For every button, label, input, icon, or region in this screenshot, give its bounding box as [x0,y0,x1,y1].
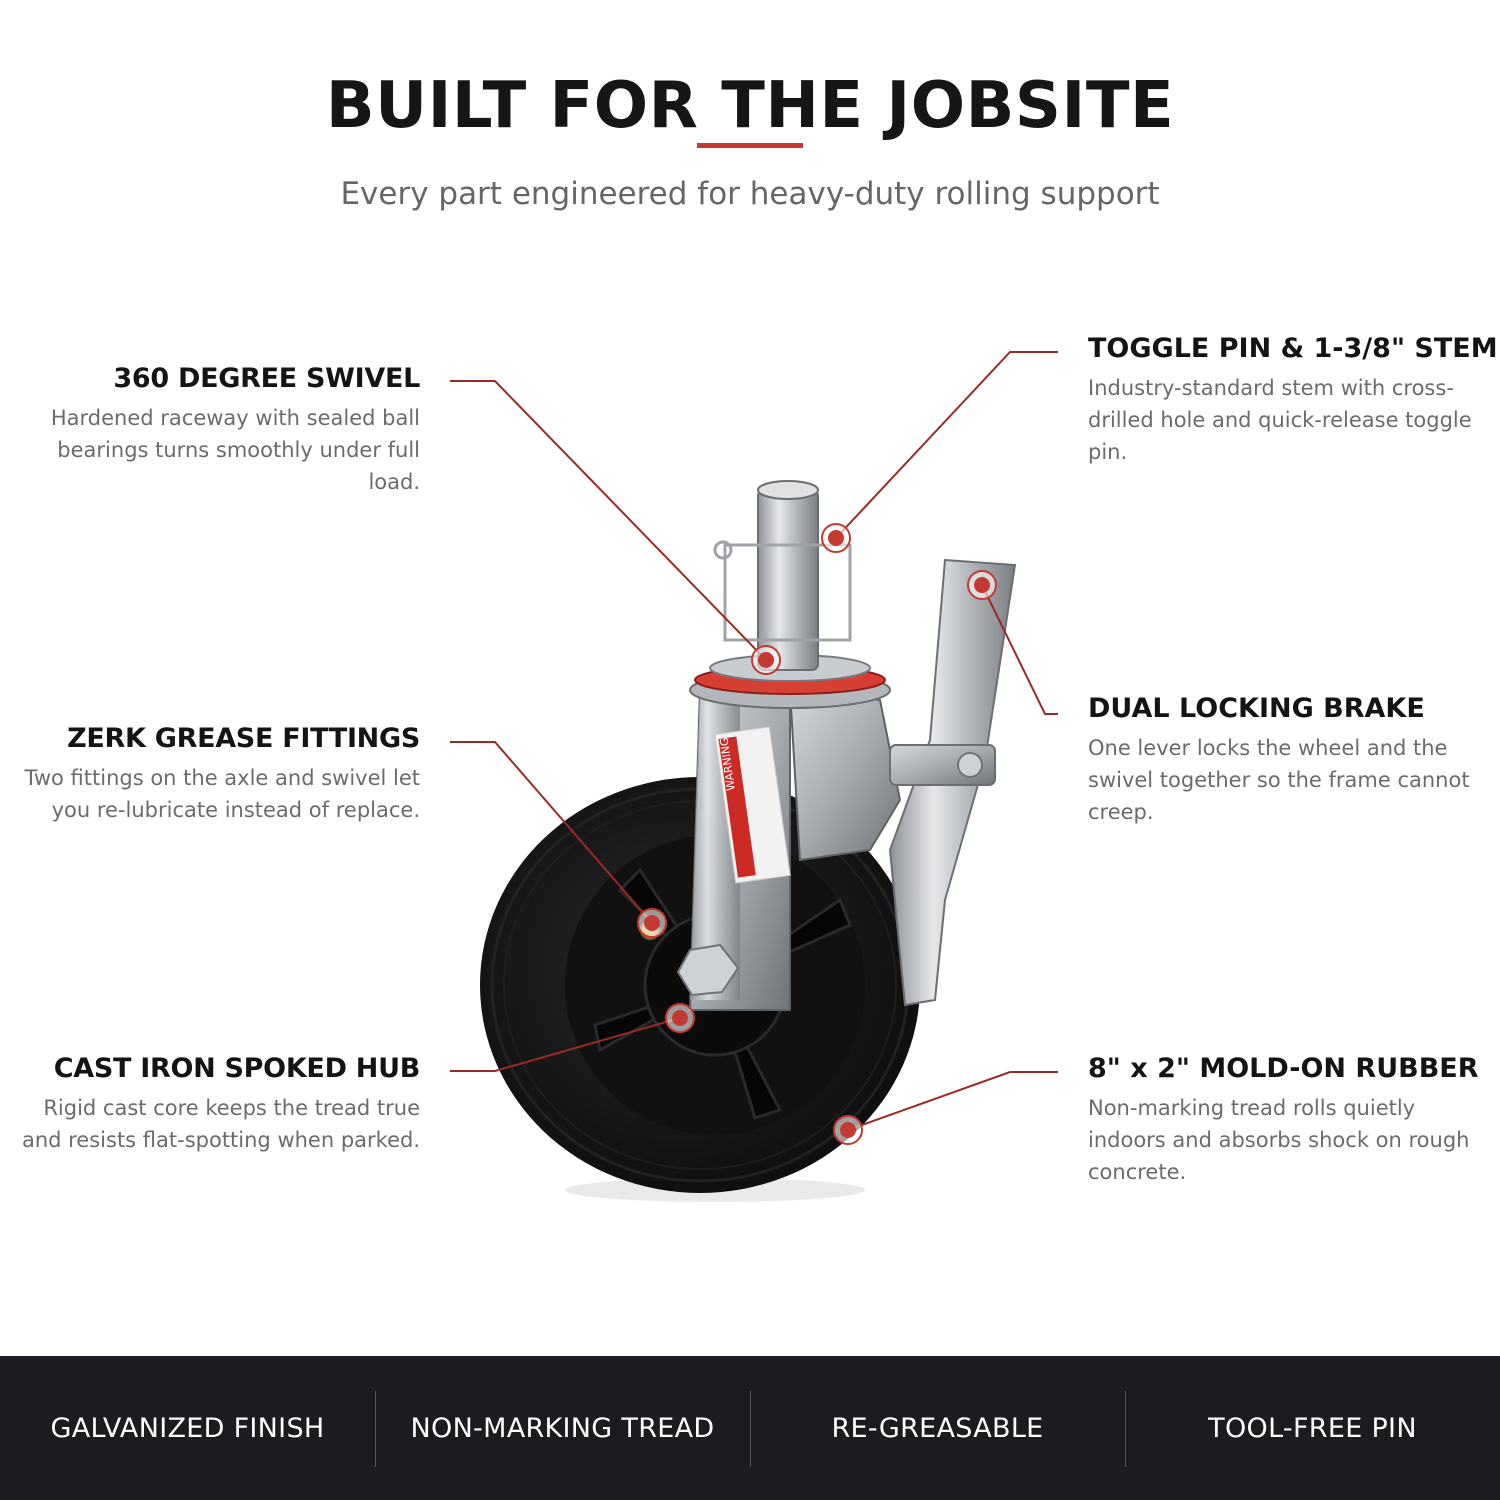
feature-re-greasable: RE-GREASABLE [750,1356,1125,1500]
callout-toggle-title: TOGGLE PIN & 1-3/8" STEM [1088,333,1498,364]
callout-rubber-body: Non-marking tread rolls quietly indoors … [1088,1096,1470,1184]
callout-zerk-title: ZERK GREASE FITTINGS [67,723,420,754]
callout-brake-body: One lever locks the wheel and the swivel… [1088,736,1470,824]
title-underline [697,143,803,148]
caster-illustration: WARNING [480,480,1017,1202]
callout-toggle: TOGGLE PIN & 1-3/8" STEM Industry-standa… [1088,332,1498,468]
callout-hub: CAST IRON SPOKED HUB Rigid cast core kee… [0,1052,420,1156]
feature-tool-free-pin: TOOL-FREE PIN [1125,1356,1500,1500]
feature-bar: GALVANIZED FINISH NON-MARKING TREAD RE-G… [0,1356,1500,1500]
callout-hub-body: Rigid cast core keeps the tread true and… [21,1096,420,1152]
page-subtitle: Every part engineered for heavy-duty rol… [340,176,1160,212]
callout-zerk: ZERK GREASE FITTINGS Two fittings on the… [0,722,420,826]
callout-brake: DUAL LOCKING BRAKE One lever locks the w… [1088,692,1488,828]
callout-rubber-title: 8" x 2" MOLD-ON RUBBER [1088,1053,1479,1084]
page-title: BUILT FOR THE JOBSITE [325,69,1175,143]
callout-hub-title: CAST IRON SPOKED HUB [53,1053,421,1084]
stem [713,480,852,671]
warning-label: WARNING [714,726,791,884]
callout-zerk-body: Two fittings on the axle and swivel let … [24,766,420,822]
grease-fitting [640,920,660,940]
callout-brake-title: DUAL LOCKING BRAKE [1088,693,1425,724]
brake-lever [888,558,1017,1007]
axle-bolt [676,943,740,997]
feature-non-marking: NON-MARKING TREAD [375,1356,750,1500]
feature-galvanized: GALVANIZED FINISH [50,1412,325,1444]
callout-swivel-body: Hardened raceway with sealed ball bearin… [50,406,420,494]
callout-toggle-body: Industry-standard stem with cross-drille… [1088,376,1472,464]
callout-swivel-title: 360 DEGREE SWIVEL [113,363,420,394]
callout-swivel: 360 DEGREE SWIVEL Hardened raceway with … [0,362,420,498]
yoke: WARNING [676,688,902,1011]
callout-rubber: 8" x 2" MOLD-ON RUBBER Non-marking tread… [1088,1052,1488,1188]
